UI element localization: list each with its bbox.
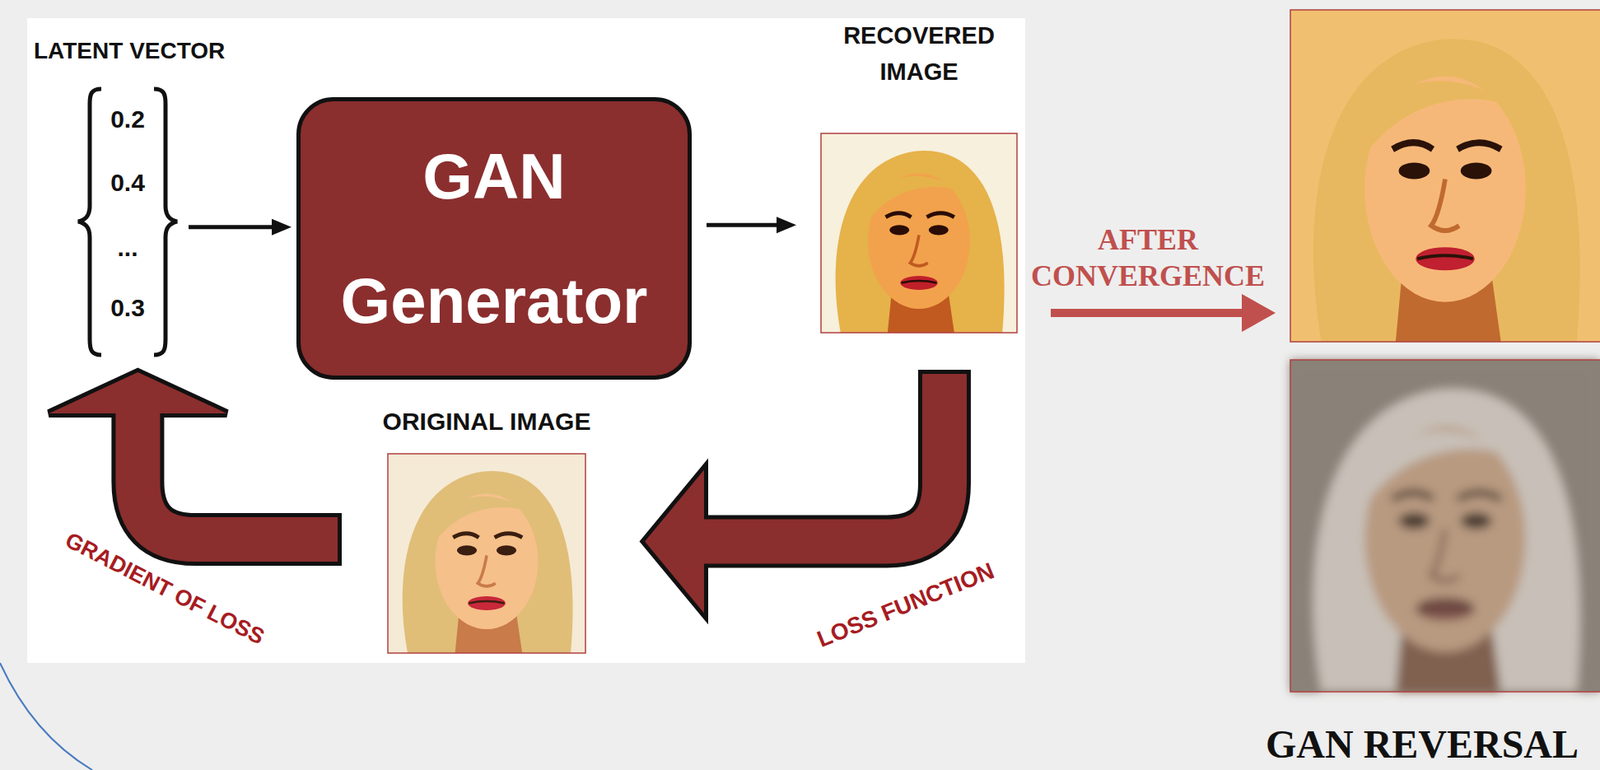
generator-label: GAN Generator (325, 114, 663, 364)
blurry-photo (1290, 359, 1600, 692)
vector-value: 0.4 (76, 167, 179, 198)
image-heading: ORIGINAL IMAGE (382, 406, 592, 437)
vector-value: 0.2 (76, 104, 179, 135)
converged-photo (1290, 9, 1600, 342)
diagram-panel (27, 18, 1026, 663)
gradient-label: GRADIENT OF LOSS (59, 527, 271, 652)
slide-arc (0, 662, 93, 770)
recovered-photo (820, 133, 1017, 333)
generator-box: GAN Generator (296, 97, 692, 380)
connector-arrow (48, 372, 342, 540)
convergence-label: AFTER CONVERGENCE (1020, 221, 1276, 294)
vector-value: ... (76, 233, 179, 263)
vector-heading: LATENT VECTOR (33, 37, 225, 66)
image-heading: RECOVERED IMAGE (820, 17, 1017, 90)
vector-value: 0.3 (76, 293, 179, 323)
convergence-arrow (1050, 293, 1276, 332)
original-photo (387, 453, 586, 654)
connector-arrow (188, 219, 292, 236)
connector-arrow (706, 216, 797, 234)
figure-caption: GAN REVERSAL (1249, 724, 1596, 765)
loss-label: LOSS FUNCTION (811, 557, 1000, 654)
recovered-image: RECOVERED IMAGE (820, 133, 1017, 333)
connector-arrow (644, 369, 945, 613)
original-image: ORIGINAL IMAGE (387, 453, 586, 654)
latent-vector: LATENT VECTOR0.20.4...0.3 (76, 86, 179, 358)
